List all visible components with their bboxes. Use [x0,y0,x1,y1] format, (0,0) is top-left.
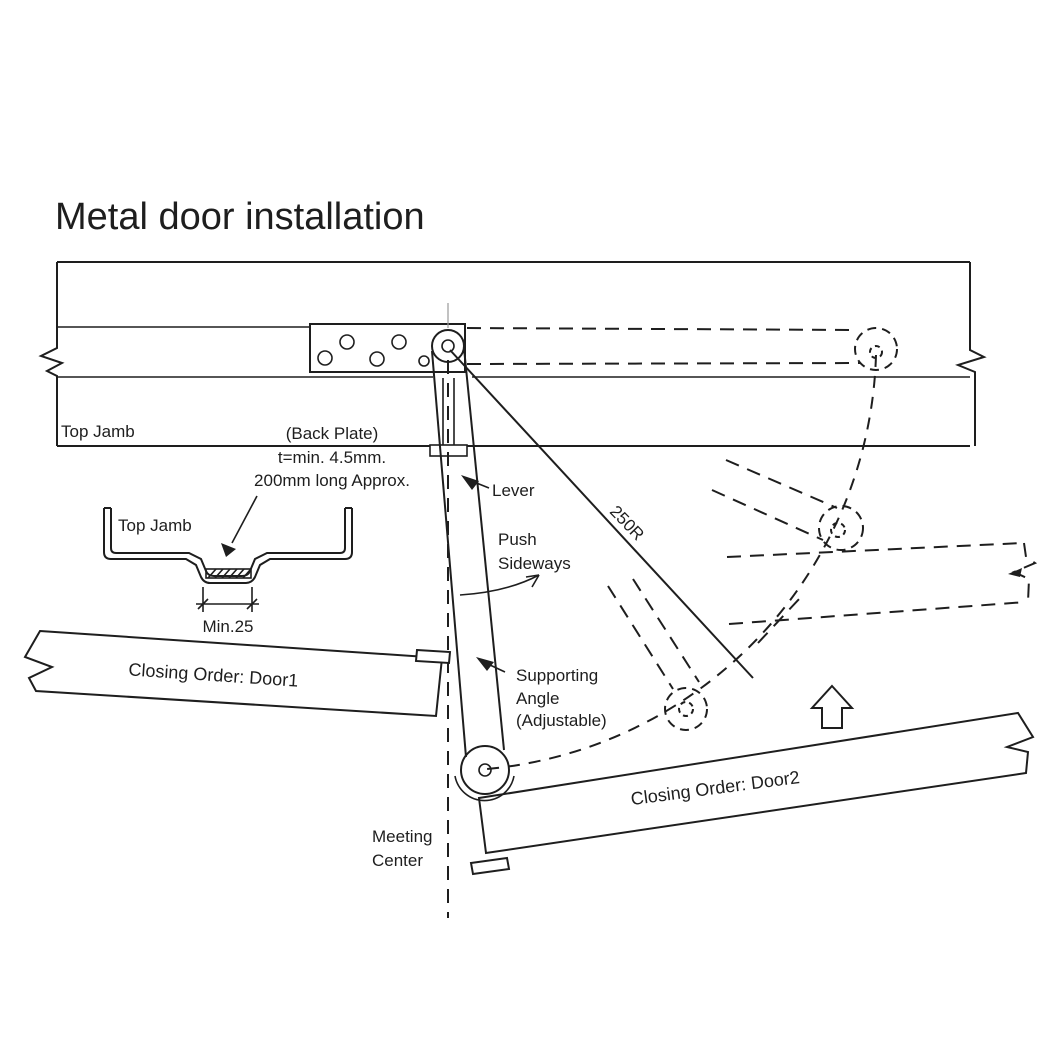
door1-strike-plate [414,648,452,665]
up-arrow-icon [809,684,855,729]
hatched-plate [205,568,252,579]
door-frame [38,261,987,447]
door1 [23,629,452,718]
jamb-section [103,507,353,612]
supporting-label-line2: Angle [516,689,559,708]
lever-arm [431,347,515,802]
supporting-label-line3: (Adjustable) [516,711,607,730]
lever-pointer-arrow [461,475,490,490]
door1-label: Closing Order: Door1 [128,659,299,690]
radius-line [449,349,754,679]
phantom-lever-lower [607,578,708,731]
push-label-line2: Sideways [498,554,571,573]
radius-label: 250R [606,502,648,544]
screw-hole [339,334,355,350]
min-width-label: Min.25 [202,617,253,636]
back-plate-label: (Back Plate) [286,424,379,443]
screw-hole [369,351,385,367]
section-top-jamb-label: Top Jamb [118,516,192,535]
break-arrow [1008,568,1022,577]
dimension-min25 [196,587,259,612]
phantom-lever-upper [711,459,864,551]
lever-end-pivot [460,745,510,795]
top-jamb-label: Top Jamb [61,422,135,441]
supporting-pointer-arrow [476,657,506,673]
phantom-door-closed [726,542,1038,644]
meeting-center-label-line1: Meeting [372,827,432,846]
lever-label: Lever [492,481,535,500]
supporting-label-line1: Supporting [516,666,598,685]
meeting-center-label-line2: Center [372,851,423,870]
back-plate-length-label: 200mm long Approx. [254,471,410,490]
swing-arc [486,354,877,770]
screw-hole [418,355,430,367]
push-direction-arrow [459,574,540,596]
back-plate-thickness-label: t=min. 4.5mm. [278,448,386,467]
page-title: Metal door installation [55,196,425,238]
screw-hole [317,350,333,366]
door2-strike-plate [469,856,511,876]
door2 [469,711,1035,876]
push-label-line1: Push [498,530,537,549]
door2-label: Closing Order: Door2 [630,767,801,809]
top-pivot [431,303,465,363]
screw-hole [391,334,407,350]
closed-lever-phantom [466,327,898,371]
back-plate-pointer-arrow [221,495,258,557]
